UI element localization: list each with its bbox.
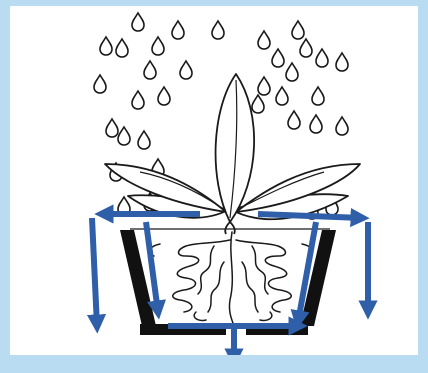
raindrop-icon — [180, 61, 192, 79]
raindrop-icon — [132, 13, 144, 31]
raindrop-icon — [94, 75, 106, 93]
raindrop-icon — [316, 49, 328, 67]
raindrop-icon — [116, 39, 128, 57]
raindrop-icon — [172, 21, 184, 39]
raindrop-icon — [144, 61, 156, 79]
raindrop-icon — [158, 87, 170, 105]
raindrop-icon — [300, 39, 312, 57]
raindrop-icon — [312, 87, 324, 105]
raindrop-icon — [138, 131, 150, 149]
raindrop-icon — [286, 63, 298, 81]
raindrop-icon — [152, 37, 164, 55]
roots — [150, 232, 313, 326]
raindrop-icon — [252, 95, 264, 113]
raindrop-icon — [336, 53, 348, 71]
raindrop-icon — [132, 91, 144, 109]
raindrop-icon — [292, 21, 304, 39]
raindrop-icon — [106, 119, 118, 137]
raindrop-icon — [118, 127, 130, 145]
raindrop-icon — [336, 117, 348, 135]
raindrop-icon — [288, 111, 300, 129]
raindrop-icon — [310, 115, 322, 133]
arrow-icon — [92, 218, 97, 326]
raindrop-icon — [276, 87, 288, 105]
arrow-icon — [258, 214, 362, 218]
raindrop-icon — [258, 77, 270, 95]
raindrop-icon — [258, 31, 270, 49]
raindrop-icon — [212, 21, 224, 39]
raindrop-icon — [100, 37, 112, 55]
raindrop-icon — [272, 49, 284, 67]
